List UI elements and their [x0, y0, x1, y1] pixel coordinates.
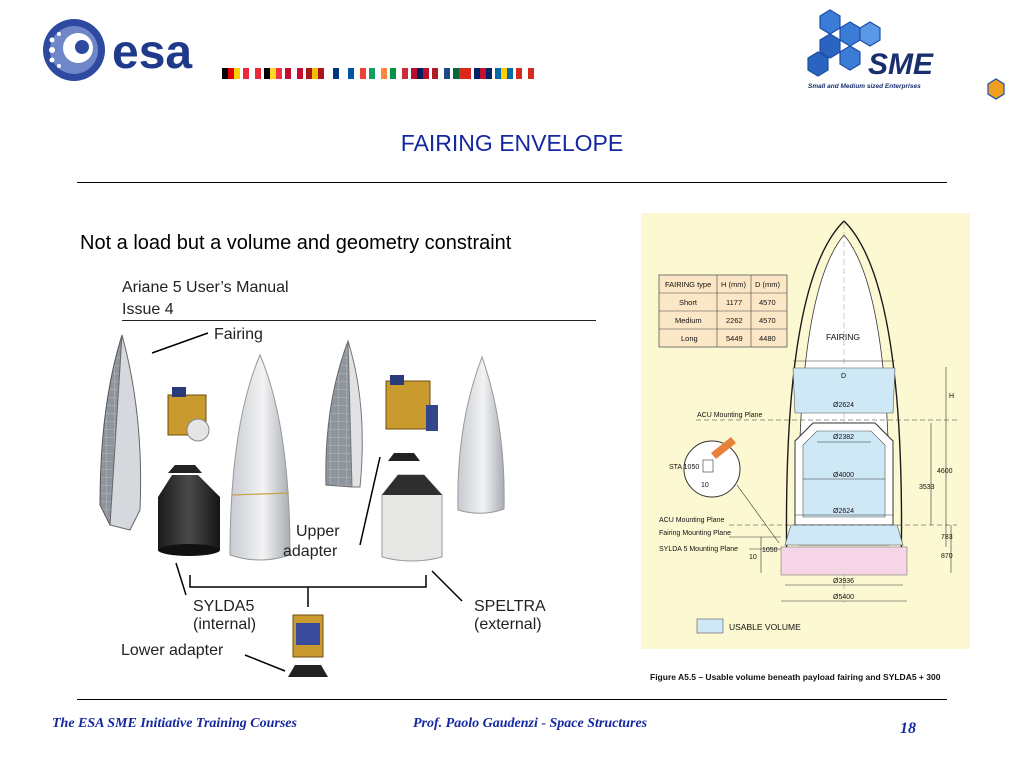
- page-number: 18: [900, 720, 916, 737]
- label-adapter: adapter: [283, 543, 338, 560]
- flag-italy-icon: [390, 68, 408, 79]
- footer-author: Prof. Paolo Gaudenzi - Space Structures: [413, 716, 648, 731]
- usable-volume-figure: FAIRING type H (mm) D (mm) Short 1177 45…: [641, 213, 970, 649]
- footer-course: The ESA SME Initiative Training Courses: [52, 716, 297, 731]
- flag-sweden-icon: [495, 68, 513, 79]
- legend-label: USABLE VOLUME: [729, 622, 801, 632]
- table-cell: Long: [681, 334, 698, 343]
- fairing-outline-left: [785, 220, 845, 574]
- flag-denmark-icon: [285, 68, 303, 79]
- dim-d2624-top: Ø2624: [833, 402, 854, 409]
- fairing-mounting-plane: Fairing Mounting Plane: [659, 530, 731, 537]
- acu-plane-top: ACU Mounting Plane: [697, 412, 762, 419]
- manual-title: Ariane 5 User’s Manual: [122, 279, 289, 296]
- sme-logo-text: SME: [868, 48, 934, 81]
- exploded-launcher-illustration: [99, 332, 505, 677]
- manual-reference: Ariane 5 User’s Manual Issue 4: [122, 277, 289, 321]
- small-adapter-1: [168, 465, 202, 473]
- label-lower-adapter: Lower adapter: [121, 642, 224, 659]
- table-header-d: D (mm): [755, 280, 780, 289]
- esa-logo-text: esa: [112, 26, 192, 79]
- label-speltra-external: (external): [474, 616, 542, 633]
- sylda5-leader: [175, 562, 187, 596]
- upper-adapter-leader: [359, 456, 381, 546]
- footer-divider: [77, 699, 947, 700]
- sta-ten: 10: [701, 482, 709, 489]
- label-sylda5-internal: (internal): [193, 616, 257, 633]
- dim-d4000: Ø4000: [833, 472, 854, 479]
- lower-adapter-leader: [244, 654, 286, 672]
- flag-spain-icon: [306, 68, 324, 79]
- title-divider: [77, 182, 947, 183]
- closed-fairing-2: [457, 355, 505, 514]
- flag-austria-icon: [243, 68, 261, 79]
- label-speltra: SPELTRA: [474, 598, 546, 615]
- dim-1050: 1050: [762, 547, 778, 554]
- flag-portugal-icon: [453, 68, 471, 79]
- label-fairing: Fairing: [214, 326, 263, 343]
- lower-adapter-part: [288, 665, 328, 677]
- flag-norway-icon: [411, 68, 429, 79]
- figure-caption: Figure A5.5 – Usable volume beneath payl…: [650, 672, 941, 682]
- flag-ireland-icon: [369, 68, 387, 79]
- flag-belgium-icon: [264, 68, 282, 79]
- closed-fairing-1: [229, 353, 291, 561]
- label-sylda5: SYLDA5: [193, 598, 255, 615]
- small-adapter-2: [388, 453, 420, 461]
- table-cell: 4480: [759, 334, 776, 343]
- table-cell: 2262: [726, 316, 743, 325]
- table-cell: 5449: [726, 334, 743, 343]
- fairing-label: FAIRING: [826, 332, 860, 342]
- dim-d2382: Ø2382: [833, 434, 854, 441]
- sylda-mounting-plane: SYLDA 5 Mounting Plane: [659, 546, 738, 553]
- dim-870: 870: [941, 553, 953, 560]
- dim-d5400: Ø5400: [833, 594, 854, 601]
- slide-subtitle: Not a load but a volume and geometry con…: [80, 232, 512, 254]
- flag-france-icon: [348, 68, 366, 79]
- member-flags: [222, 68, 534, 80]
- manual-issue: Issue 4: [122, 301, 174, 318]
- dim-783: 783: [941, 534, 953, 541]
- flag-uk-icon: [474, 68, 492, 79]
- esa-logo: esa: [43, 19, 192, 81]
- flag-switzerland-icon: [516, 68, 534, 79]
- fairing-leader: [151, 332, 209, 354]
- acu-plane-bottom: ACU Mounting Plane: [659, 517, 724, 524]
- table-header-h: H (mm): [721, 280, 746, 289]
- manual-divider: [122, 320, 596, 321]
- sta-label: STA 1050: [669, 464, 699, 471]
- table-cell: 4570: [759, 298, 776, 307]
- dim-3533: 3533: [919, 484, 935, 491]
- dim-d3936: Ø3936: [833, 578, 854, 585]
- slide-title: FAIRING ENVELOPE: [400, 130, 624, 156]
- dim-ten-b: 10: [749, 554, 757, 561]
- bracket: [189, 575, 427, 588]
- flag-netherlands-icon: [432, 68, 450, 79]
- dim-h: H: [949, 393, 954, 400]
- flag-germany-icon: [222, 68, 240, 79]
- table-cell: 1177: [726, 298, 742, 307]
- dim-d: D: [841, 373, 846, 380]
- label-upper: Upper: [296, 523, 340, 540]
- sylda5-structure: [158, 475, 220, 555]
- speltra-leader: [431, 570, 463, 602]
- table-cell: Medium: [675, 316, 702, 325]
- table-header-type: FAIRING type: [665, 280, 711, 289]
- fairing-table: FAIRING type H (mm) D (mm) Short 1177 45…: [658, 274, 788, 348]
- usable-volume-diagram: FAIRING type H (mm) D (mm) Short 1177 45…: [658, 220, 957, 634]
- dim-4600: 4600: [937, 468, 953, 475]
- satellite-2: [385, 380, 431, 430]
- table-cell: Short: [679, 298, 698, 307]
- open-fairing-shell: [109, 334, 142, 531]
- legend-swatch: [696, 618, 724, 634]
- table-cell: 4570: [759, 316, 776, 325]
- speltra-structure: [381, 474, 443, 562]
- flag-finland-icon: [327, 68, 345, 79]
- sme-tagline: Small and Medium sized Enterprises: [808, 83, 921, 90]
- sme-logo: SME Small and Medium sized Enterprises: [807, 9, 1005, 100]
- dim-d2624-bottom: Ø2624: [833, 508, 854, 515]
- fairing-outline-right: [843, 220, 903, 574]
